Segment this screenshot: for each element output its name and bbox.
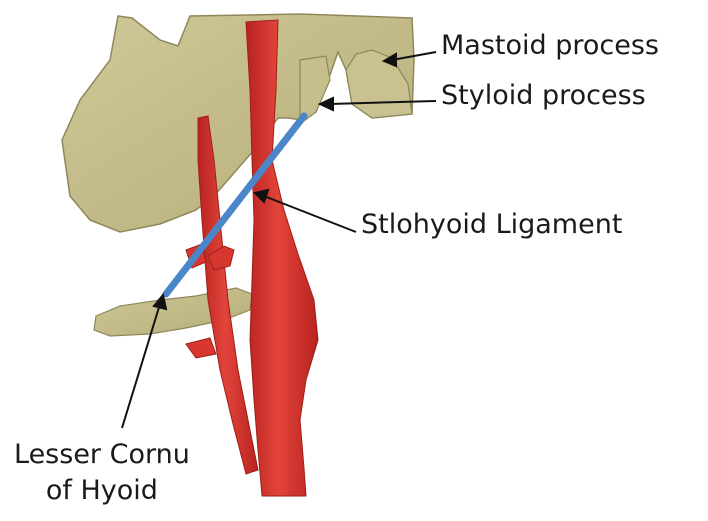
artery-branch-lower xyxy=(186,338,216,358)
label-styloid-process: Styloid process xyxy=(441,80,646,112)
label-mastoid-process: Mastoid process xyxy=(441,30,659,62)
label-stylohyoid-ligament: Stlohyoid Ligament xyxy=(361,209,622,241)
label-lesser-cornu: Lesser Cornu of Hyoid xyxy=(14,437,190,510)
label-lesser-cornu-line2: of Hyoid xyxy=(14,473,190,509)
label-lesser-cornu-line1: Lesser Cornu xyxy=(14,437,190,473)
